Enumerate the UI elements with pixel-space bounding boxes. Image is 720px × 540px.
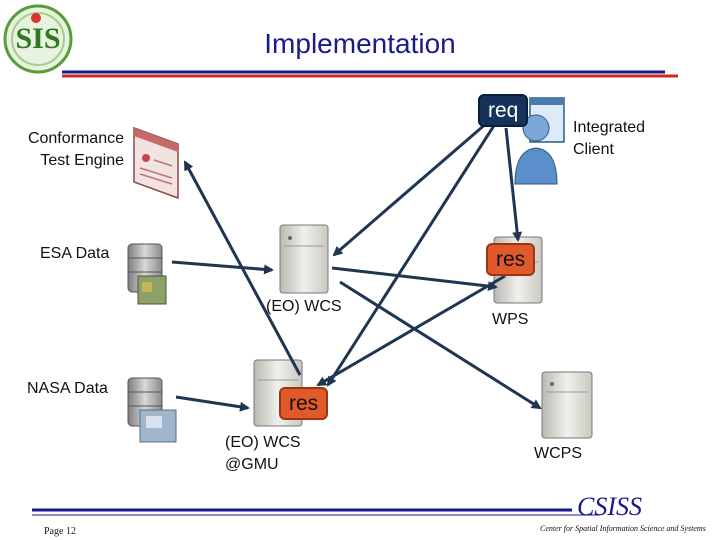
label-wps: WPS <box>492 311 529 328</box>
arrow-eo-wcs-to-wps <box>331 266 498 292</box>
arrow-eo-wcs-to-wcps <box>339 280 542 410</box>
arrow-client-to-wps <box>504 127 523 242</box>
res-badge-wps: res <box>486 243 536 276</box>
label-integrated-client: Integrated Client <box>573 119 646 158</box>
page-title: Implementation <box>264 28 456 59</box>
label-eo-wcs: (EO) WCS <box>266 298 342 315</box>
label-wcps: WCPS <box>534 445 582 462</box>
eo-wcs-server-icon <box>279 224 329 294</box>
arrows <box>171 120 542 412</box>
esa-database-icon <box>127 243 167 305</box>
integrated-client-icon <box>514 97 565 185</box>
label-conformance-test-engine: Conformance Test Engine <box>27 130 124 169</box>
wcps-server-icon <box>541 371 593 439</box>
arrow-client-to-gmu <box>326 123 497 387</box>
logo <box>3 4 73 74</box>
nasa-database-icon <box>127 377 177 443</box>
logo-text: SIS <box>15 22 61 55</box>
req-badge: req <box>478 94 529 127</box>
label-esa-data: ESA Data <box>40 245 110 262</box>
arrow-client-to-eo-wcs <box>332 120 489 257</box>
arrow-nasa-to-gmu <box>175 395 250 412</box>
label-eo-wcs-gmu: (EO) WCS @GMU <box>225 434 301 473</box>
footer-brand: CSISS <box>577 492 642 521</box>
label-nasa-data: NASA Data <box>27 380 108 397</box>
test-engine-window-icon <box>133 126 179 200</box>
footer-org: Center for Spatial Information Science a… <box>540 524 706 533</box>
res-badge-gmu: res <box>279 387 329 420</box>
footer-page-number: Page 12 <box>44 526 76 537</box>
arrow-esa-to-eo-wcs <box>171 260 274 275</box>
arrow-wps-to-gmu <box>316 274 506 387</box>
